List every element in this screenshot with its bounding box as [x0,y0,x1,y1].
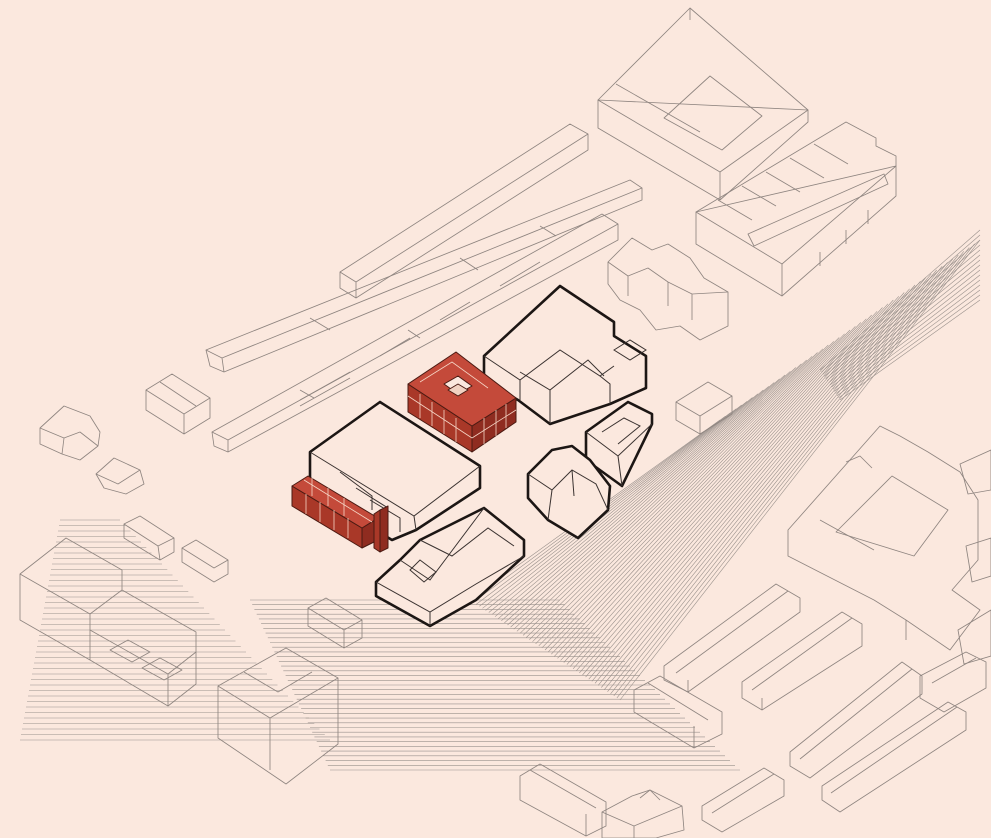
site-axonometric-drawing [0,0,991,838]
axonometric-site-plan [0,0,991,838]
